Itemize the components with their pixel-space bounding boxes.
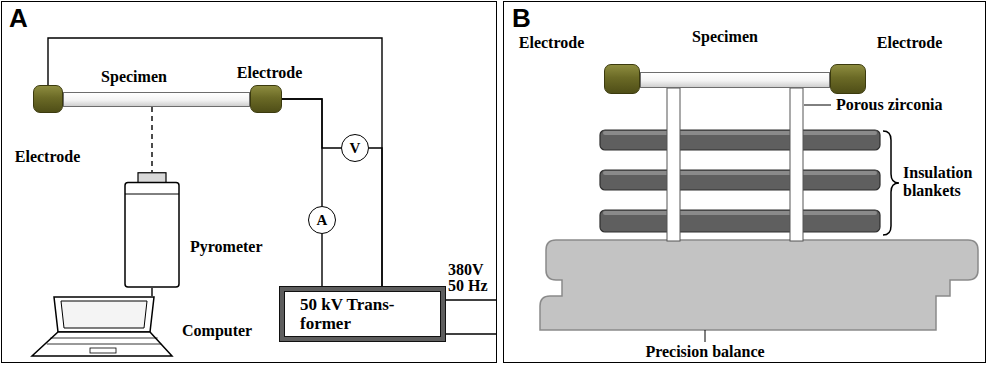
- laptop-screen: [61, 301, 147, 328]
- part-label: Porous zirconia: [836, 96, 943, 114]
- specimen-tube-label: Specimen: [101, 68, 167, 86]
- label-holder: Electrode: [15, 148, 80, 166]
- label-holder: Computer: [182, 322, 252, 340]
- electrode: Electrode: [250, 85, 282, 113]
- pyrometer: Pyrometer: [124, 172, 180, 288]
- label-holder: Specimen: [101, 68, 167, 86]
- insulation-blanket: [600, 170, 880, 190]
- wire: [151, 288, 152, 296]
- wire: [321, 234, 322, 287]
- label-holder: Electrode: [877, 34, 942, 52]
- electrode: Electrode: [604, 64, 640, 94]
- laptop: Computer: [14, 296, 174, 358]
- pyrometer-outline: [124, 172, 180, 288]
- pyrometer-label: Pyrometer: [190, 238, 263, 256]
- sight-line: [151, 107, 152, 172]
- label-holder: Electrode: [519, 34, 584, 52]
- specimen-tube-label: Specimen: [692, 28, 758, 46]
- label-holder: A: [9, 3, 28, 33]
- panel-letter: B: [512, 3, 531, 33]
- keyboard-line: [47, 344, 161, 345]
- wire: [282, 99, 322, 206]
- porous-zirconia-post: [667, 88, 680, 241]
- part-label: Precision balance: [645, 344, 764, 360]
- blanket-highlight: [603, 131, 877, 135]
- label-holder: Specimen: [692, 28, 758, 46]
- wire: [282, 99, 341, 148]
- label-holder: Electrode: [237, 64, 302, 82]
- part-label: Insulation blankets: [903, 164, 983, 200]
- specimen-tube: Specimen: [640, 72, 830, 88]
- electrode: Electrode: [33, 85, 63, 113]
- specimen-tube: Specimen: [63, 92, 250, 107]
- electrode-label: Electrode: [877, 34, 942, 52]
- keyboard-line: [50, 338, 157, 339]
- transformer-box-label: 50 kV Trans- former: [300, 295, 425, 333]
- laptop-label: Computer: [182, 322, 252, 340]
- blanket-highlight: [603, 171, 877, 175]
- bracket: [883, 131, 899, 235]
- label-holder: B: [512, 3, 531, 33]
- label-holder: Precision balance: [645, 344, 764, 360]
- panel-frame: AElectrodeSpecimenElectrodeVAPyrometerCo…: [1, 1, 497, 363]
- label-holder: Insulation blankets: [903, 164, 983, 200]
- pyrometer-body: [125, 183, 179, 288]
- leader-line: [705, 330, 706, 342]
- ammeter: A: [308, 206, 336, 234]
- voltmeter-label: V: [350, 141, 361, 156]
- laptop-lid: [54, 297, 154, 332]
- electrode-label: Electrode: [237, 64, 302, 82]
- laptop-outline: [14, 296, 174, 358]
- laptop-base: [32, 332, 172, 356]
- voltmeter: V: [341, 134, 369, 162]
- touchpad: [90, 348, 116, 353]
- wire: [369, 148, 382, 287]
- label-holder: Pyrometer: [190, 238, 263, 256]
- mains-wire: [445, 299, 497, 301]
- ammeter-label: A: [317, 213, 328, 228]
- electrode-label: Electrode: [519, 34, 584, 52]
- blanket-highlight: [603, 211, 877, 215]
- insulation-blanket: [600, 210, 880, 232]
- porous-zirconia-post: [790, 88, 803, 241]
- label-holder: 380V 50 Hz: [448, 262, 494, 294]
- precision-balance: [540, 240, 978, 330]
- insulation-blanket: [600, 130, 880, 150]
- panel-letter: A: [9, 3, 28, 33]
- mains-wire: [445, 333, 497, 335]
- label-holder: Porous zirconia: [836, 96, 943, 114]
- pyrometer-band: [125, 194, 179, 195]
- leader-line: [804, 105, 831, 106]
- pyrometer-lens: [138, 173, 166, 183]
- wire: [48, 38, 382, 287]
- transformer-box: 50 kV Trans- former: [280, 287, 445, 341]
- part-label: 380V 50 Hz: [448, 262, 494, 294]
- electrode-label: Electrode: [15, 148, 80, 166]
- electrode: Electrode: [830, 64, 866, 94]
